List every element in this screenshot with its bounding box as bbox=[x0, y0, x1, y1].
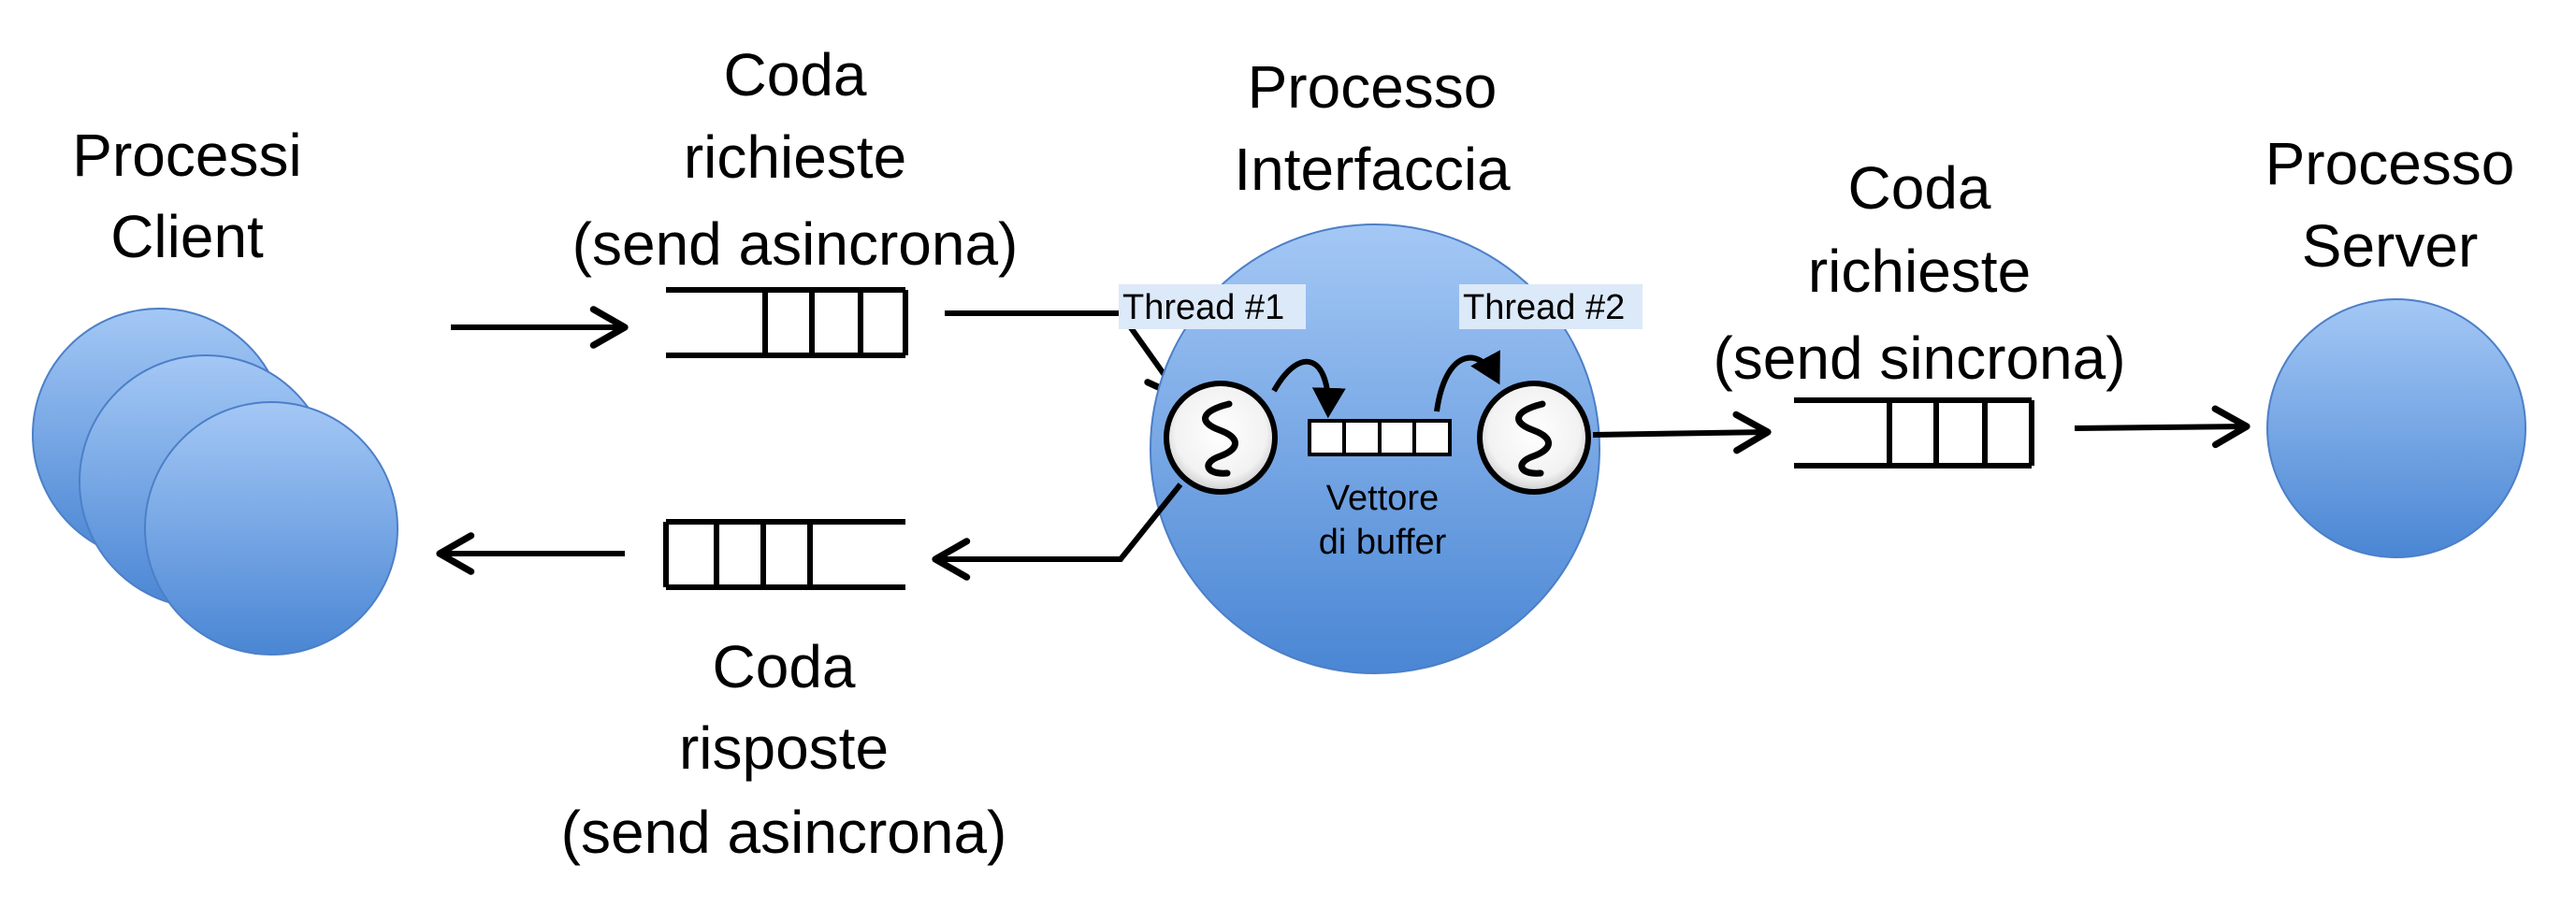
request-queue-sync-label: Coda richieste (send sincrona) bbox=[1713, 154, 2125, 392]
interface-label: Processo Interfaccia bbox=[1234, 53, 1511, 203]
request-queue-sync-label-line-2: richieste bbox=[1808, 238, 2031, 305]
server-label: Processo Server bbox=[2265, 130, 2515, 280]
thread2-label: Thread #2 bbox=[1463, 288, 1625, 327]
server-label-line-2: Server bbox=[2302, 212, 2479, 280]
thread1-label-bg bbox=[1119, 284, 1306, 329]
clients-label-line-1: Processi bbox=[72, 122, 301, 189]
buffer-to-thread2-arrow bbox=[1434, 350, 1500, 412]
thread2-label-bg bbox=[1459, 284, 1643, 329]
thread1-squiggle-icon bbox=[1202, 400, 1238, 477]
thread1-to-response-queue-arrow bbox=[932, 483, 1183, 581]
thread2-squiggle-icon bbox=[1515, 400, 1552, 477]
thread1 bbox=[1164, 381, 1278, 495]
request-queue-async-label-line-1: Coda bbox=[724, 41, 867, 108]
thread1-label: Thread #1 bbox=[1122, 288, 1284, 327]
request-queue-async-label-line-3: (send asincrona) bbox=[572, 210, 1019, 278]
thread1-to-buffer-arrow bbox=[1271, 359, 1346, 419]
request-queue-async-label: Coda richieste (send asincrona) bbox=[572, 41, 1019, 278]
buffer-vector-label-line-2: di buffer bbox=[1319, 523, 1447, 562]
thread2-to-sync-queue-arrow bbox=[1592, 411, 1772, 454]
client-circle-3 bbox=[144, 401, 398, 656]
buffer-vector-label-line-1: Vettore bbox=[1326, 479, 1439, 518]
request-queue-async-label-line-2: richieste bbox=[684, 123, 906, 191]
interface-label-line-2: Interfaccia bbox=[1234, 136, 1511, 203]
response-queue bbox=[663, 519, 905, 590]
server-process-circle bbox=[2266, 298, 2526, 558]
request-queue-sync-label-line-3: (send sincrona) bbox=[1713, 324, 2125, 392]
clients-label-line-2: Client bbox=[110, 203, 264, 270]
clients-label: Processi Client bbox=[72, 122, 301, 270]
request-queue-sync bbox=[1794, 397, 2034, 468]
request-queue-sync-label-line-1: Coda bbox=[1848, 154, 1991, 222]
response-queue-label-line-1: Coda bbox=[713, 633, 856, 700]
thread2 bbox=[1477, 381, 1591, 495]
thread1-circle bbox=[1164, 381, 1278, 495]
server-label-line-1: Processo bbox=[2265, 130, 2515, 197]
thread2-circle bbox=[1477, 381, 1591, 495]
request-queue-async bbox=[666, 287, 908, 358]
sync-queue-to-server-arrow bbox=[2074, 405, 2250, 449]
response-queue-label-line-3: (send asincrona) bbox=[561, 799, 1007, 866]
response-queue-label: Coda risposte (send asincrona) bbox=[561, 633, 1007, 866]
buffer-vector bbox=[1308, 419, 1452, 456]
buffer-vector-label: Vettore di buffer bbox=[1319, 479, 1447, 562]
interface-label-line-1: Processo bbox=[1248, 53, 1498, 121]
response-queue-label-line-2: risposte bbox=[679, 714, 889, 782]
client-processes bbox=[32, 308, 398, 656]
